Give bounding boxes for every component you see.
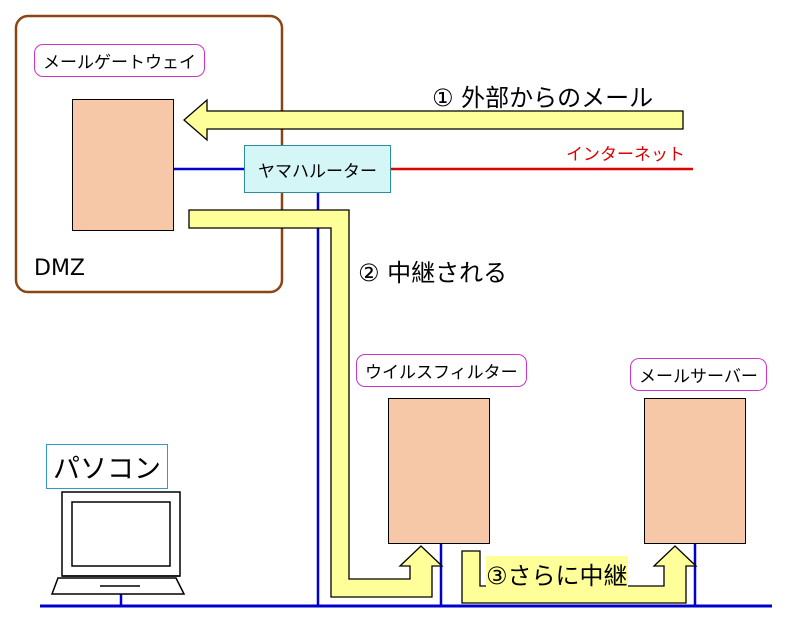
virus-filter-label: ウイルスフィルター: [356, 354, 527, 387]
pc-label: パソコン: [46, 444, 168, 489]
pc-icon: [50, 491, 186, 595]
virus-filter-server: [388, 398, 490, 544]
router-label: ヤマハルーター: [258, 161, 377, 182]
mail-server-label: メールサーバー: [630, 358, 767, 391]
mail-server-box: [644, 398, 746, 544]
internet-label: インターネット: [566, 145, 685, 165]
router-box: ヤマハルーター: [244, 145, 391, 193]
step1-label: ① 外部からのメール: [432, 84, 654, 112]
arrow-step1: [183, 98, 684, 142]
arrow-step2: [188, 209, 444, 598]
step2-label: ② 中継される: [358, 259, 508, 287]
step3-label: ③さらに中継: [486, 556, 628, 591]
mail-gateway-server: [72, 99, 174, 231]
dmz-label: DMZ: [34, 256, 85, 281]
mail-gateway-label: メールゲートウェイ: [34, 44, 205, 77]
